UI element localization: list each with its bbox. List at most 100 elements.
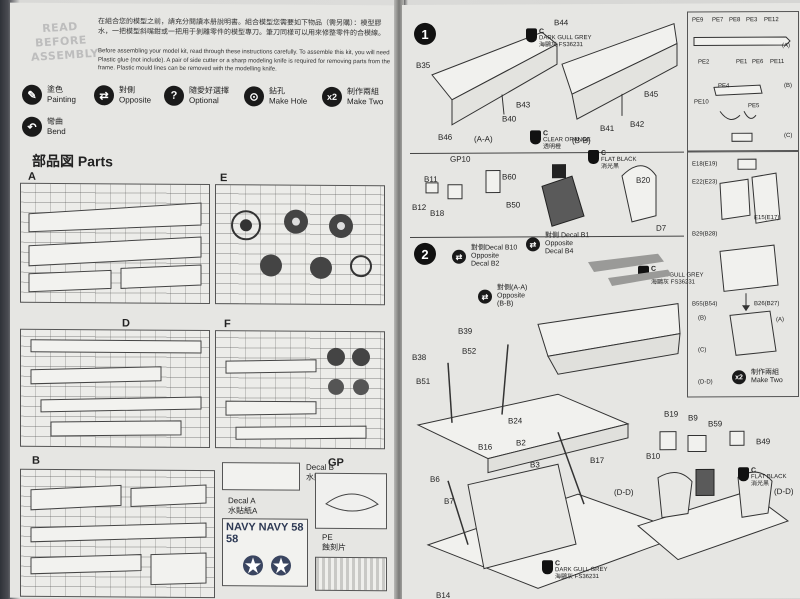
- label-b43: B43: [516, 100, 531, 110]
- sprue-f: [215, 330, 385, 450]
- photo-etch-fret: [315, 556, 387, 592]
- label-b35: B35: [416, 60, 431, 70]
- paint-brush-icon: [526, 28, 537, 43]
- label-b11: B11: [424, 174, 438, 184]
- label-b7: B7: [444, 496, 454, 506]
- step-1-drawing: [431, 22, 678, 126]
- label-b17: B17: [590, 455, 605, 466]
- label-pe-a: (A): [782, 43, 790, 50]
- label-b55: B55(B54): [692, 301, 718, 308]
- decal-sheet-a: NAVY NAVY 5858: [222, 518, 308, 587]
- sprue-d: [20, 328, 210, 449]
- paint-brush-icon: [738, 467, 749, 482]
- label-section-aa: (A-A): [474, 134, 493, 144]
- label-b3: B3: [530, 460, 540, 470]
- label-pe-b: (B): [784, 82, 792, 90]
- label-gp10: GP10: [450, 154, 471, 164]
- label-b38: B38: [412, 352, 427, 362]
- intro-text-english: Before assembling your model kit, read t…: [98, 48, 391, 73]
- label-e22: E22(E23): [692, 179, 718, 186]
- label-pe5: PE5: [748, 103, 760, 110]
- sprue-e-drawing: [231, 209, 372, 279]
- label-b45: B45: [644, 89, 659, 99]
- label-pe-c: (C): [784, 132, 793, 140]
- label-section-dd-1: (D-D): [614, 487, 634, 497]
- intro-text-chinese: 在組合您的模型之前，請充分閱讀本册說明書。組合模型您需要如下物品（需另購）：模型…: [98, 18, 385, 38]
- label-b19: B19: [664, 409, 679, 419]
- label-b12: B12: [412, 202, 427, 212]
- paint-brush-icon: [530, 130, 541, 145]
- label-pe10: PE10: [694, 99, 709, 106]
- label-seat-dd: (D-D): [698, 379, 713, 386]
- label-pe7: PE7: [712, 17, 724, 24]
- optional-icon: ?: [164, 85, 184, 106]
- seat-assembly-drawing: [719, 158, 781, 356]
- label-b2: B2: [516, 438, 526, 448]
- decal-sheet-b: [222, 462, 300, 491]
- painting-icon: ✎: [22, 84, 42, 105]
- sprue-a-drawing: [28, 202, 202, 293]
- label-pe3: PE3: [746, 17, 758, 24]
- sprue-b-drawing: [30, 484, 207, 586]
- right-page: 1 B44 B35 B43 B40 B45 B42 B41 B46 (A-A) …: [402, 2, 800, 599]
- label-b41: B41: [600, 123, 615, 134]
- drill-icon: ⊙: [244, 86, 264, 107]
- booklet-spine: [394, 0, 404, 599]
- label-seat-c: (C): [698, 347, 707, 354]
- label-b42: B42: [630, 119, 645, 129]
- label-b52: B52: [462, 346, 477, 356]
- label-b20: B20: [636, 175, 651, 185]
- label-b29: B29(B28): [692, 231, 718, 238]
- label-pe6: PE6: [752, 59, 764, 66]
- sprue-f-drawing: [225, 347, 370, 440]
- label-e18: E18(E19): [692, 161, 718, 168]
- label-b51: B51: [416, 376, 431, 386]
- sprue-e-label: E: [220, 172, 228, 185]
- label-pe8: PE8: [729, 17, 741, 24]
- label-b46: B46: [438, 132, 453, 142]
- read-before-assembly-heading: READ BEFORE ASSEMBLY: [30, 19, 100, 64]
- label-pe11: PE11: [770, 59, 785, 66]
- sprue-a: [20, 182, 210, 305]
- sprue-f-label: F: [224, 318, 231, 331]
- paint-brush-icon: [588, 150, 599, 165]
- sprue-b-label: B: [32, 454, 40, 467]
- label-pe9: PE9: [692, 17, 704, 24]
- label-b40: B40: [502, 114, 517, 124]
- bend-icon: ↶: [22, 116, 42, 137]
- parts-title: 部品図 Parts: [32, 152, 113, 170]
- label-pe12: PE12: [764, 17, 779, 24]
- label-pe4: PE4: [718, 83, 730, 90]
- label-b18: B18: [430, 208, 445, 218]
- label-seat-b: (B): [698, 315, 706, 322]
- label-b24: B24: [508, 416, 523, 426]
- make-two-icon: x2: [732, 370, 746, 385]
- paint-brush-icon: [542, 560, 553, 575]
- label-b44: B44: [554, 18, 569, 28]
- label-b14: B14: [436, 590, 451, 599]
- cockpit-tub-drawing: [636, 430, 790, 561]
- sprue-b: [20, 468, 215, 599]
- sprue-gp-label: GP: [328, 456, 344, 469]
- step-2-cockpit-drawing: [416, 253, 690, 589]
- left-page: READ BEFORE ASSEMBLY 在組合您的模型之前，請充分閱讀本册說明…: [10, 2, 395, 599]
- sprue-d-drawing: [30, 339, 202, 437]
- seat-parts-drawing: [425, 164, 657, 227]
- pe-detail-drawing: [693, 36, 791, 142]
- label-pe1: PE1: [736, 59, 748, 66]
- label-b6: B6: [430, 474, 440, 484]
